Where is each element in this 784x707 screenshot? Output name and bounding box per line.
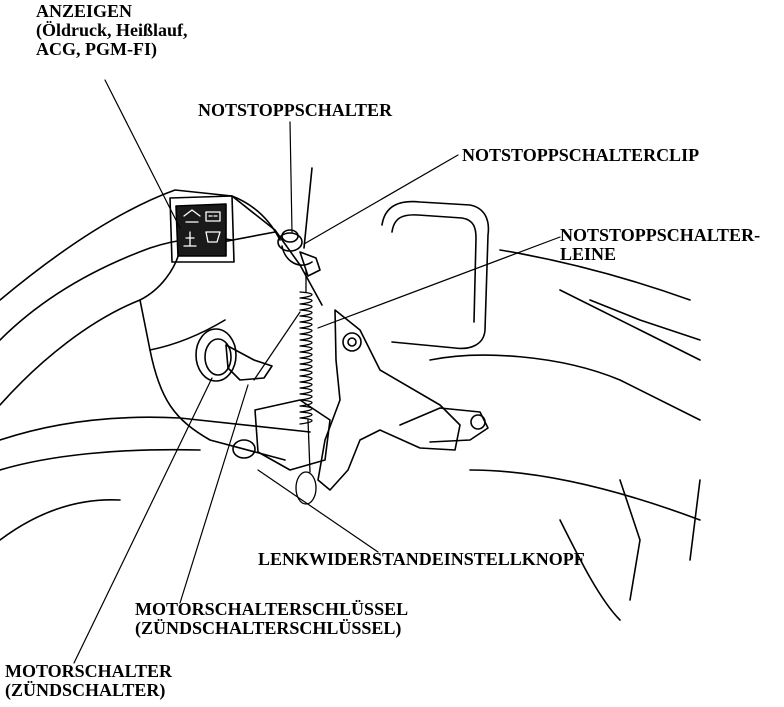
stop-switch bbox=[278, 168, 320, 276]
leader-lines bbox=[74, 80, 560, 663]
lanyard-coil bbox=[296, 270, 316, 504]
stop-switch-label: NOTSTOPPSCHALTER bbox=[198, 101, 392, 120]
tiller-housing bbox=[0, 190, 322, 540]
engine-switch-label: MOTORSCHALTER (ZÜNDSCHALTER) bbox=[5, 662, 172, 700]
clamp-bracket bbox=[233, 310, 488, 490]
indicators-label: ANZEIGEN (Öldruck, Heißlauf, ACG, PGM-FI… bbox=[36, 2, 188, 59]
stop-switch-clip-label: NOTSTOPPSCHALTERCLIP bbox=[462, 146, 699, 165]
engine-switch-key-label: MOTORSCHALTERSCHLÜSSEL (ZÜNDSCHALTERSCHL… bbox=[135, 600, 408, 638]
steering-friction-knob-label: LENKWIDERSTANDEINSTELLKNOPF bbox=[258, 550, 585, 569]
engine-switch bbox=[196, 329, 272, 381]
stop-switch-lanyard-label: NOTSTOPPSCHALTER- LEINE bbox=[560, 226, 760, 264]
indicator-panel bbox=[170, 196, 234, 262]
